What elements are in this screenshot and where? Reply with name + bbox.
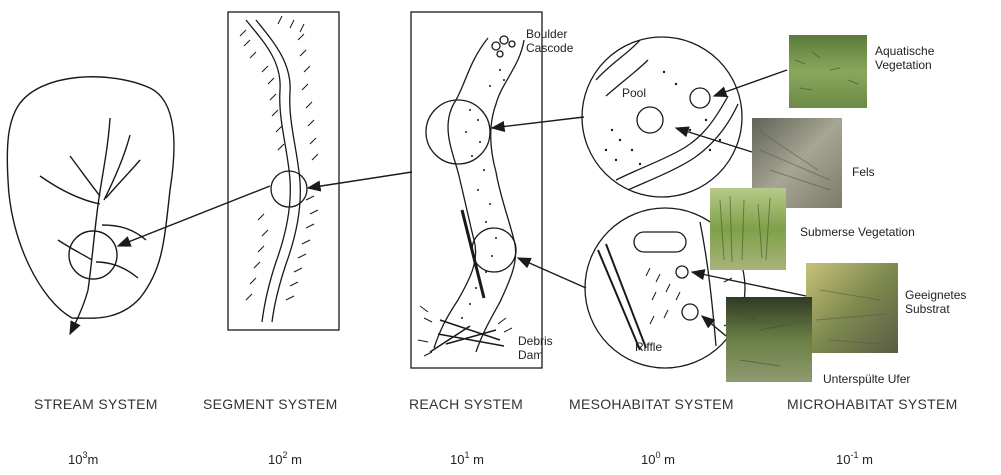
label-pool: Pool [622,86,646,100]
label-boulder-cascade: Boulder Cascode [526,27,573,55]
main-channel [72,118,110,330]
scale-reach: 101 m [450,450,484,467]
label-debris-dam: Debris Dam [518,334,553,362]
system-name-microhabitat: MICROHABITAT SYSTEM [787,396,958,412]
stream-system-drawing [7,77,174,334]
scale-mesohabitat: 100 m [641,450,675,467]
photo-unterspuelte-ufer [726,297,812,382]
photo-submerse-vegetation [710,188,786,270]
reach-system-drawing [411,12,542,368]
photo-substrat [806,263,898,353]
catchment-outline [7,77,174,318]
arrow-meso-pool-to-reach [492,117,584,128]
segment-zoom-circle [271,171,307,207]
segment-system-drawing [228,12,339,330]
scale-segment: 102 m [268,450,302,467]
reach-riffle-circle [472,228,516,272]
label-aquatische-vegetation: Aquatische Vegetation [875,44,934,72]
arrow-segment-to-stream [118,186,270,246]
label-riffle: Riffle [635,340,662,354]
label-submerse-vegetation: Submerse Vegetation [800,225,915,239]
label-geeignetes-substrat: Geeignetes Substrat [905,288,966,316]
reach-frame [411,12,542,368]
scale-microhabitat: 10-1 m [836,450,873,467]
photo-aquatic-vegetation [789,35,867,108]
system-name-segment: SEGMENT SYSTEM [203,396,338,412]
reach-pool-circle [426,100,490,164]
scale-stream: 103m [68,450,98,467]
label-unterspuelte-ufer: Unterspülte Ufer [823,372,910,386]
stream-zoom-circle [69,231,117,279]
label-fels: Fels [852,165,875,179]
scale-arrows [118,70,806,336]
system-name-reach: REACH SYSTEM [409,396,523,412]
system-name-stream: STREAM SYSTEM [34,396,158,412]
arrow-reach-to-segment [308,172,412,188]
arrow-aquatic [714,70,787,96]
arrow-meso-riffle-to-reach [518,258,586,288]
system-name-mesohabitat: MESOHABITAT SYSTEM [569,396,734,412]
